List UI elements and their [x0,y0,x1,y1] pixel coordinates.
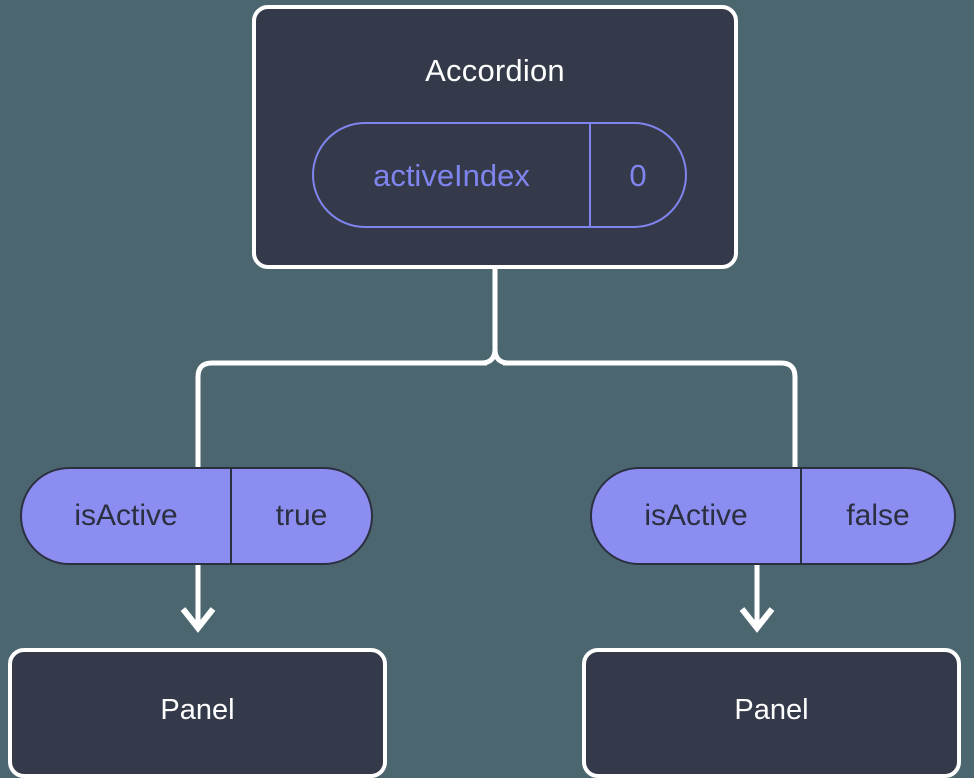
state-pill-key: activeIndex [314,124,591,226]
node-accordion-title: Accordion [425,53,565,88]
arrow-head-right-icon [739,607,775,633]
connector-branch-right [503,360,798,470]
node-panel-left[interactable]: Panel [8,648,387,778]
prop-pill-left-value: true [275,499,328,532]
arrow-head-left-icon [180,607,216,633]
connector-root-stem [492,269,510,366]
prop-pill-right-value: false [846,499,910,532]
node-panel-right-label: Panel [734,694,809,726]
connector-branch-left [195,360,487,470]
node-accordion[interactable]: Accordion activeIndex 0 [252,5,738,269]
prop-pill-right-key: isActive [592,469,802,563]
prop-pill-left-key: isActive [22,469,232,563]
prop-pill-is-active-false[interactable]: isActive false [590,467,956,565]
node-panel-right[interactable]: Panel [582,648,961,778]
state-pill-value: 0 [629,157,647,193]
state-pill-active-index[interactable]: activeIndex 0 [312,122,687,228]
prop-pill-is-active-true[interactable]: isActive true [20,467,373,565]
node-panel-left-label: Panel [160,694,235,726]
